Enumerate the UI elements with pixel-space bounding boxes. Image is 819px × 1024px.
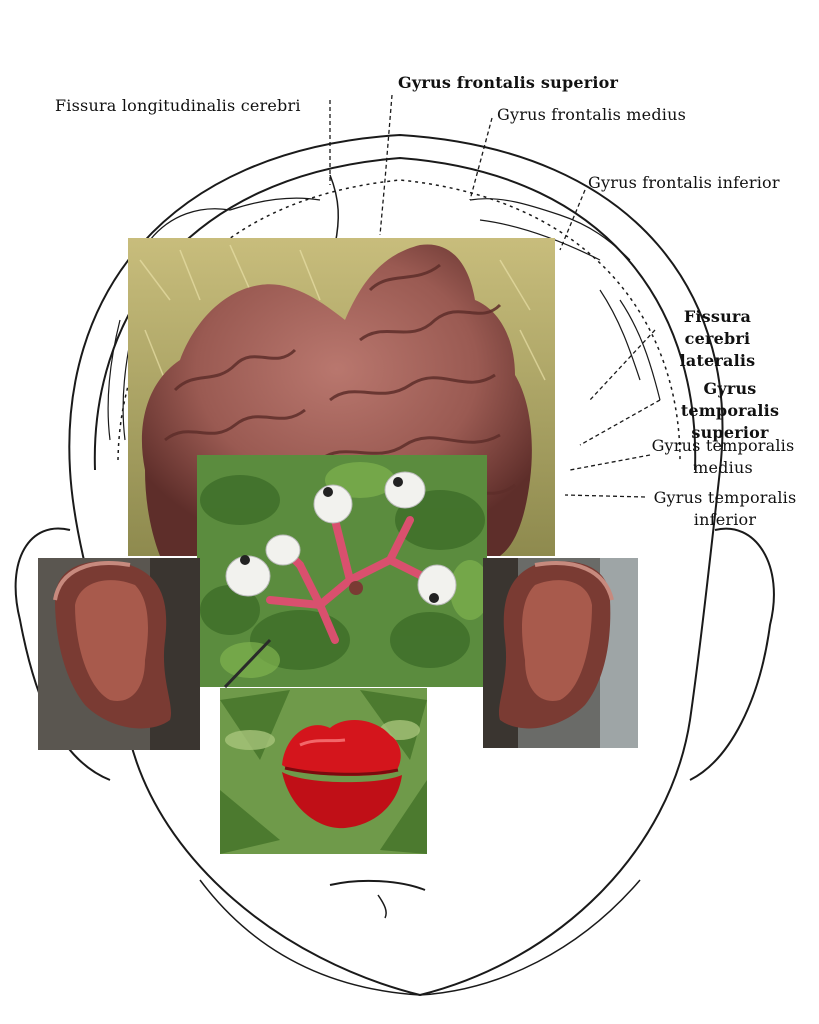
label-line: Gyrus temporalis xyxy=(653,488,797,507)
label-gyrus-frontalis-superior: Gyrus frontalis superior xyxy=(398,73,619,92)
label-gyrus-temporalis-superior: Gyrus temporalis superior xyxy=(655,378,805,444)
label-line: Fissura cerebri xyxy=(683,307,752,348)
label-line: superior xyxy=(691,423,769,442)
label-line: lateralis xyxy=(679,351,756,370)
label-line: Gyrus temporalis xyxy=(680,379,780,420)
label-line: Gyrus temporalis xyxy=(651,436,795,455)
berry-group xyxy=(225,471,457,606)
label-line: medius xyxy=(693,458,753,477)
label-gyrus-frontalis-inferior: Gyrus frontalis inferior xyxy=(588,173,780,192)
label-fissura-longitudinalis: Fissura longitudinalis cerebri xyxy=(55,96,301,115)
label-line: inferior xyxy=(693,510,757,529)
label-fissura-cerebri-lateralis: Fissura cerebri lateralis xyxy=(660,306,775,372)
label-gyrus-frontalis-medius: Gyrus frontalis medius xyxy=(497,105,686,124)
label-gyrus-temporalis-inferior: Gyrus temporalis inferior xyxy=(645,487,805,531)
label-gyrus-temporalis-medius: Gyrus temporalis medius xyxy=(648,435,798,479)
